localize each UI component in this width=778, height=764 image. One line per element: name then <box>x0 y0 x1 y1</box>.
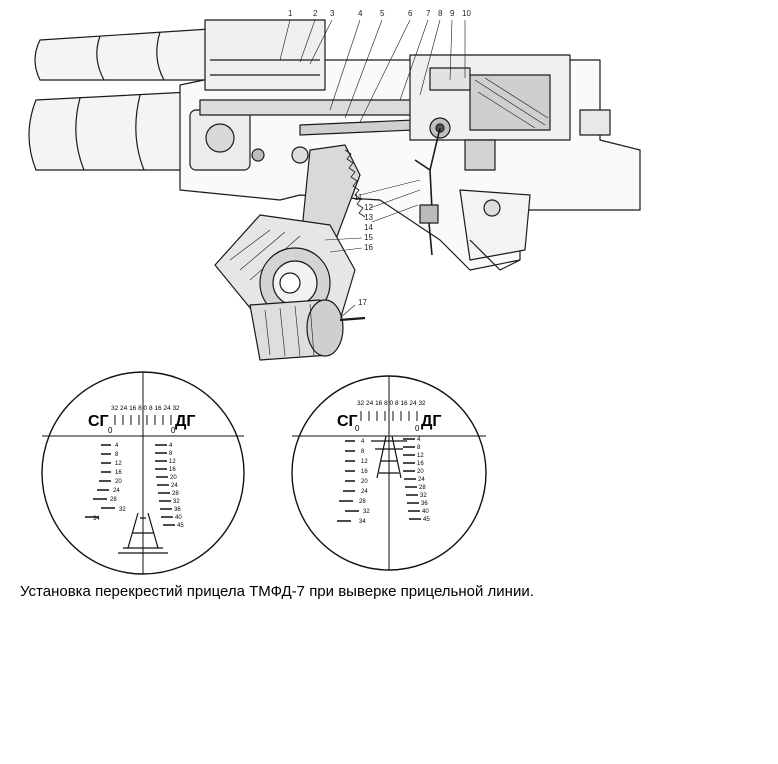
svg-text:16: 16 <box>361 469 368 475</box>
svg-text:40: 40 <box>422 509 429 515</box>
svg-text:32: 32 <box>420 493 427 499</box>
svg-text:28: 28 <box>172 491 179 497</box>
callout-2: 2 <box>313 9 318 18</box>
figure-caption: Установка перекрестий прицела ТМФД-7 при… <box>20 583 534 600</box>
svg-text:32: 32 <box>119 507 126 513</box>
svg-text:12: 12 <box>169 459 176 465</box>
svg-text:4: 4 <box>361 439 365 445</box>
svg-text:12: 12 <box>115 461 122 467</box>
aiming-mark <box>118 512 168 554</box>
svg-text:12: 12 <box>417 453 424 459</box>
callout-11: 11 <box>354 193 363 202</box>
svg-text:8: 8 <box>417 445 421 451</box>
left-label: СГ <box>337 413 358 430</box>
svg-text:8: 8 <box>115 452 119 458</box>
right-label: ДГ <box>421 413 441 430</box>
svg-text:32: 32 <box>173 499 180 505</box>
svg-text:4: 4 <box>115 443 119 449</box>
zero-right: 0 <box>171 426 176 435</box>
callout-12: 12 <box>364 203 373 212</box>
callout-4: 4 <box>358 9 363 18</box>
callout-16: 16 <box>364 243 373 252</box>
svg-text:24: 24 <box>361 489 368 495</box>
reticle-left: СГ ДГ 32 24 16 8 0 8 16 24 32 0 0 4 8 12… <box>41 371 245 575</box>
zero-right: 0 <box>415 424 420 433</box>
svg-text:20: 20 <box>170 475 177 481</box>
svg-text:32: 32 <box>363 509 370 515</box>
gun-mechanism-drawing <box>28 19 641 361</box>
svg-text:20: 20 <box>115 479 122 485</box>
svg-text:28: 28 <box>110 497 117 503</box>
svg-text:12: 12 <box>361 459 368 465</box>
svg-text:45: 45 <box>423 517 430 523</box>
svg-text:4: 4 <box>169 443 173 449</box>
right-range-scale: 4 8 12 16 20 24 28 32 36 40 45 <box>417 437 430 523</box>
right-range-scale: 4 8 12 16 20 24 28 32 36 40 45 <box>169 443 184 529</box>
left-range-scale: 4 8 12 16 20 24 28 32 34 <box>93 443 126 522</box>
upper-tube <box>34 27 231 81</box>
zero-left: 0 <box>355 424 360 433</box>
svg-text:40: 40 <box>175 515 182 521</box>
svg-text:36: 36 <box>421 501 428 507</box>
svg-text:24: 24 <box>418 477 425 483</box>
callout-8: 8 <box>438 9 443 18</box>
callout-6: 6 <box>408 9 413 18</box>
zero-left: 0 <box>108 426 113 435</box>
svg-text:8: 8 <box>361 449 365 455</box>
callout-9: 9 <box>450 9 455 18</box>
svg-text:34: 34 <box>359 519 366 525</box>
lower-tube <box>28 91 196 171</box>
callout-17: 17 <box>358 298 367 307</box>
svg-text:24: 24 <box>113 488 120 494</box>
callout-14: 14 <box>364 223 373 232</box>
svg-text:4: 4 <box>417 437 421 443</box>
callout-1: 1 <box>288 9 293 18</box>
left-range-scale: 4 8 12 16 20 24 28 32 34 <box>359 439 370 525</box>
callout-5: 5 <box>380 9 385 18</box>
svg-text:45: 45 <box>177 523 184 529</box>
top-rail <box>204 19 326 91</box>
svg-text:16: 16 <box>417 461 424 467</box>
callout-13: 13 <box>364 213 373 222</box>
top-scale: 32 24 16 8 0 8 16 24 32 <box>357 400 426 407</box>
callout-3: 3 <box>330 9 335 18</box>
svg-text:8: 8 <box>169 451 173 457</box>
top-scale: 32 24 16 8 0 8 16 24 32 <box>111 405 180 412</box>
callout-10: 10 <box>462 9 471 18</box>
callout-numbers: 1 2 3 4 5 6 7 8 9 10 11 12 13 14 15 16 1… <box>288 9 471 307</box>
svg-text:36: 36 <box>174 507 181 513</box>
svg-text:28: 28 <box>419 485 426 491</box>
aiming-mark <box>371 435 407 479</box>
svg-text:24: 24 <box>171 483 178 489</box>
reticle-right: СГ ДГ 32 24 16 8 0 8 16 24 32 0 0 4 8 12… <box>291 375 487 571</box>
svg-text:20: 20 <box>361 479 368 485</box>
svg-text:16: 16 <box>115 470 122 476</box>
svg-text:16: 16 <box>169 467 176 473</box>
svg-text:28: 28 <box>359 499 366 505</box>
callout-15: 15 <box>364 233 373 242</box>
svg-text:34: 34 <box>93 516 100 522</box>
right-label: ДГ <box>175 413 195 430</box>
svg-text:20: 20 <box>417 469 424 475</box>
callout-7: 7 <box>426 9 431 18</box>
left-label: СГ <box>88 413 109 430</box>
